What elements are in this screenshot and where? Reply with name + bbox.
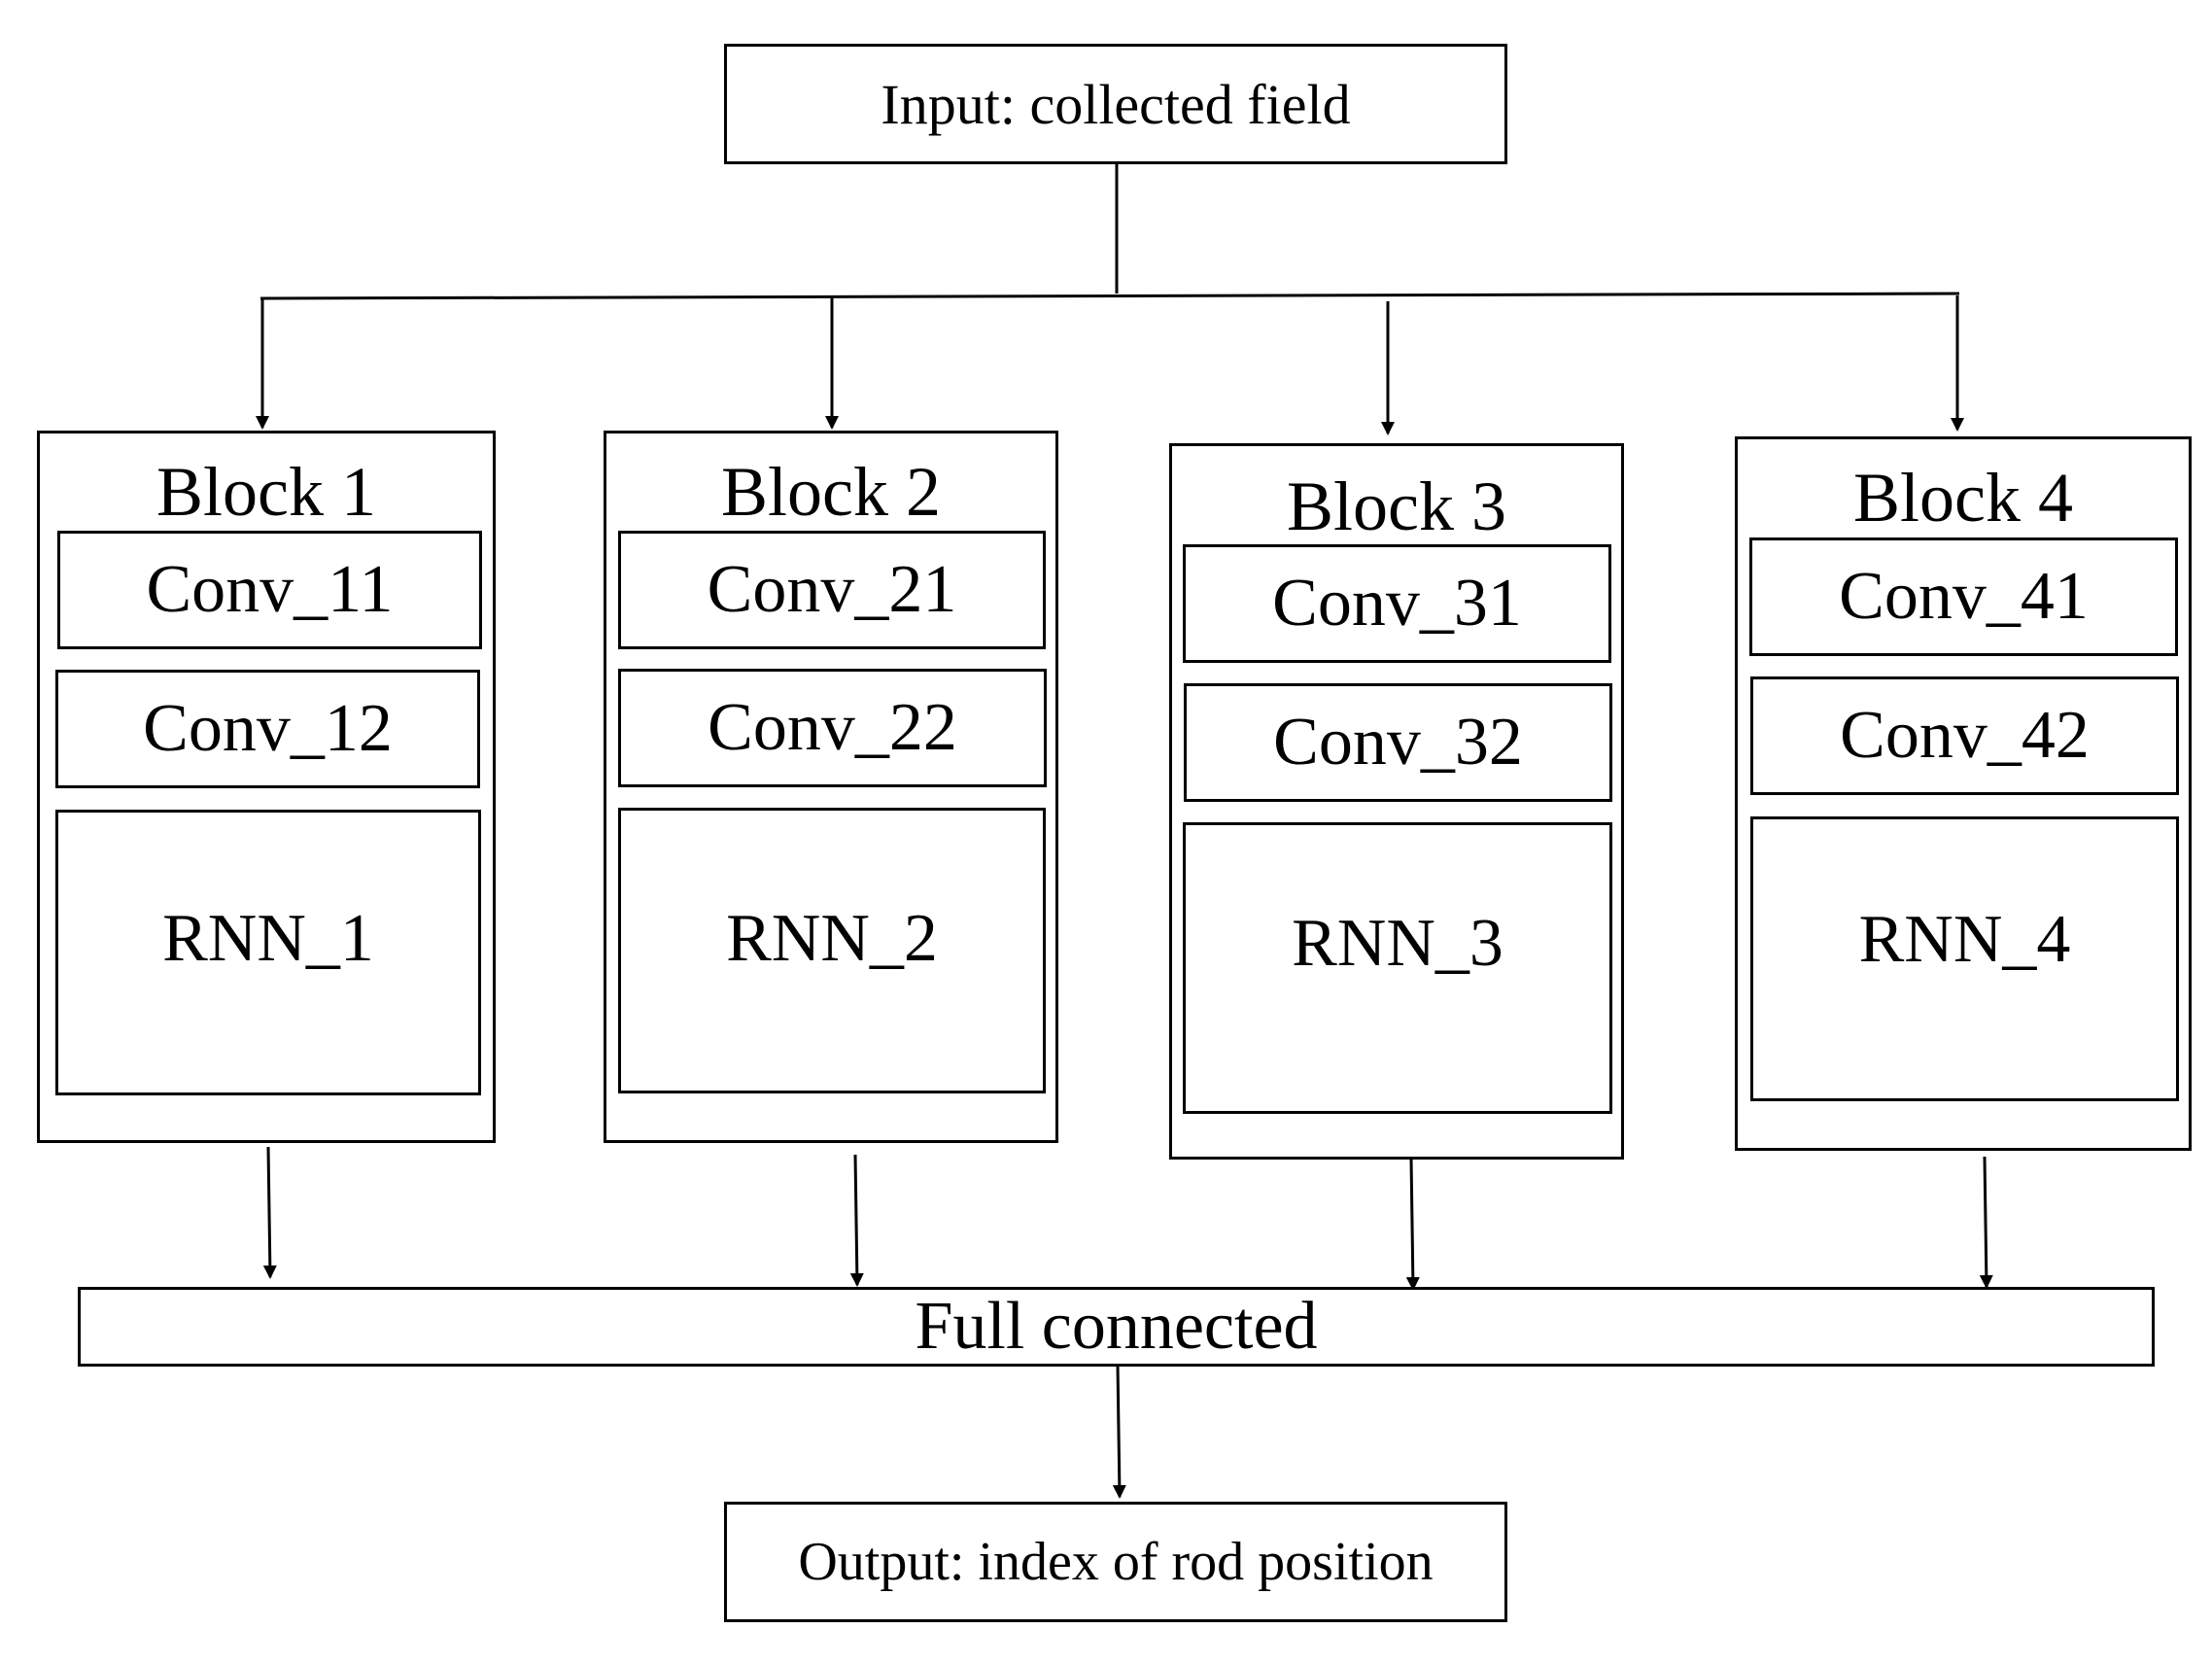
input-label: Input: collected field	[881, 72, 1351, 136]
conv-label: Conv_12	[143, 691, 393, 766]
output-label: Output: index of rod position	[798, 1532, 1434, 1592]
full-connected-layer: Full connected	[78, 1287, 2155, 1367]
output-box: Output: index of rod position	[724, 1502, 1507, 1622]
rnn-layer-1: RNN_1	[55, 810, 481, 1095]
block-1-title: Block 1	[156, 453, 376, 531]
block-3-title: Block 3	[1287, 468, 1506, 545]
arrow-from-block-1	[262, 1146, 277, 1279]
split-bus-line	[259, 292, 1960, 300]
conv-label: Conv_41	[1839, 559, 2089, 634]
conv-label: Conv_32	[1273, 705, 1523, 780]
block-4-title: Block 4	[1853, 459, 2073, 537]
conv-layer-1b: Conv_12	[55, 670, 480, 788]
rnn-layer-4: RNN_4	[1750, 816, 2179, 1101]
rnn-label: RNN_1	[162, 901, 374, 976]
full-connected-label: Full connected	[915, 1289, 1318, 1364]
conv-layer-1a: Conv_11	[57, 531, 482, 649]
block-2-title: Block 2	[721, 453, 941, 531]
rnn-layer-3: RNN_3	[1183, 822, 1612, 1114]
input-box: Input: collected field	[724, 44, 1507, 164]
conv-layer-3a: Conv_31	[1183, 544, 1611, 663]
block-2: Block 2 Conv_21 Conv_22 RNN_2	[604, 431, 1058, 1143]
conv-label: Conv_21	[707, 552, 957, 627]
conv-layer-4b: Conv_42	[1750, 676, 2179, 795]
conv-label: Conv_42	[1840, 698, 2090, 773]
conv-layer-3b: Conv_32	[1184, 683, 1612, 802]
rnn-label: RNN_2	[726, 901, 938, 976]
conv-layer-4a: Conv_41	[1749, 537, 2178, 656]
arrow-from-block-2	[849, 1154, 864, 1287]
conv-label: Conv_22	[708, 690, 957, 765]
arrow-to-output	[1112, 1364, 1126, 1499]
rnn-label: RNN_4	[1858, 902, 2071, 977]
block-4: Block 4 Conv_41 Conv_42 RNN_4	[1735, 436, 2192, 1151]
conv-layer-2a: Conv_21	[618, 531, 1046, 649]
conv-layer-2b: Conv_22	[618, 669, 1047, 787]
block-3: Block 3 Conv_31 Conv_32 RNN_3	[1169, 443, 1624, 1160]
block-1: Block 1 Conv_11 Conv_12 RNN_1	[37, 431, 496, 1143]
rnn-label: RNN_3	[1292, 906, 1503, 981]
conv-label: Conv_11	[146, 552, 394, 627]
arrow-from-block-3	[1405, 1158, 1420, 1291]
arrow-from-block-4	[1979, 1156, 1993, 1289]
conv-label: Conv_31	[1272, 566, 1522, 641]
rnn-layer-2: RNN_2	[618, 808, 1046, 1093]
